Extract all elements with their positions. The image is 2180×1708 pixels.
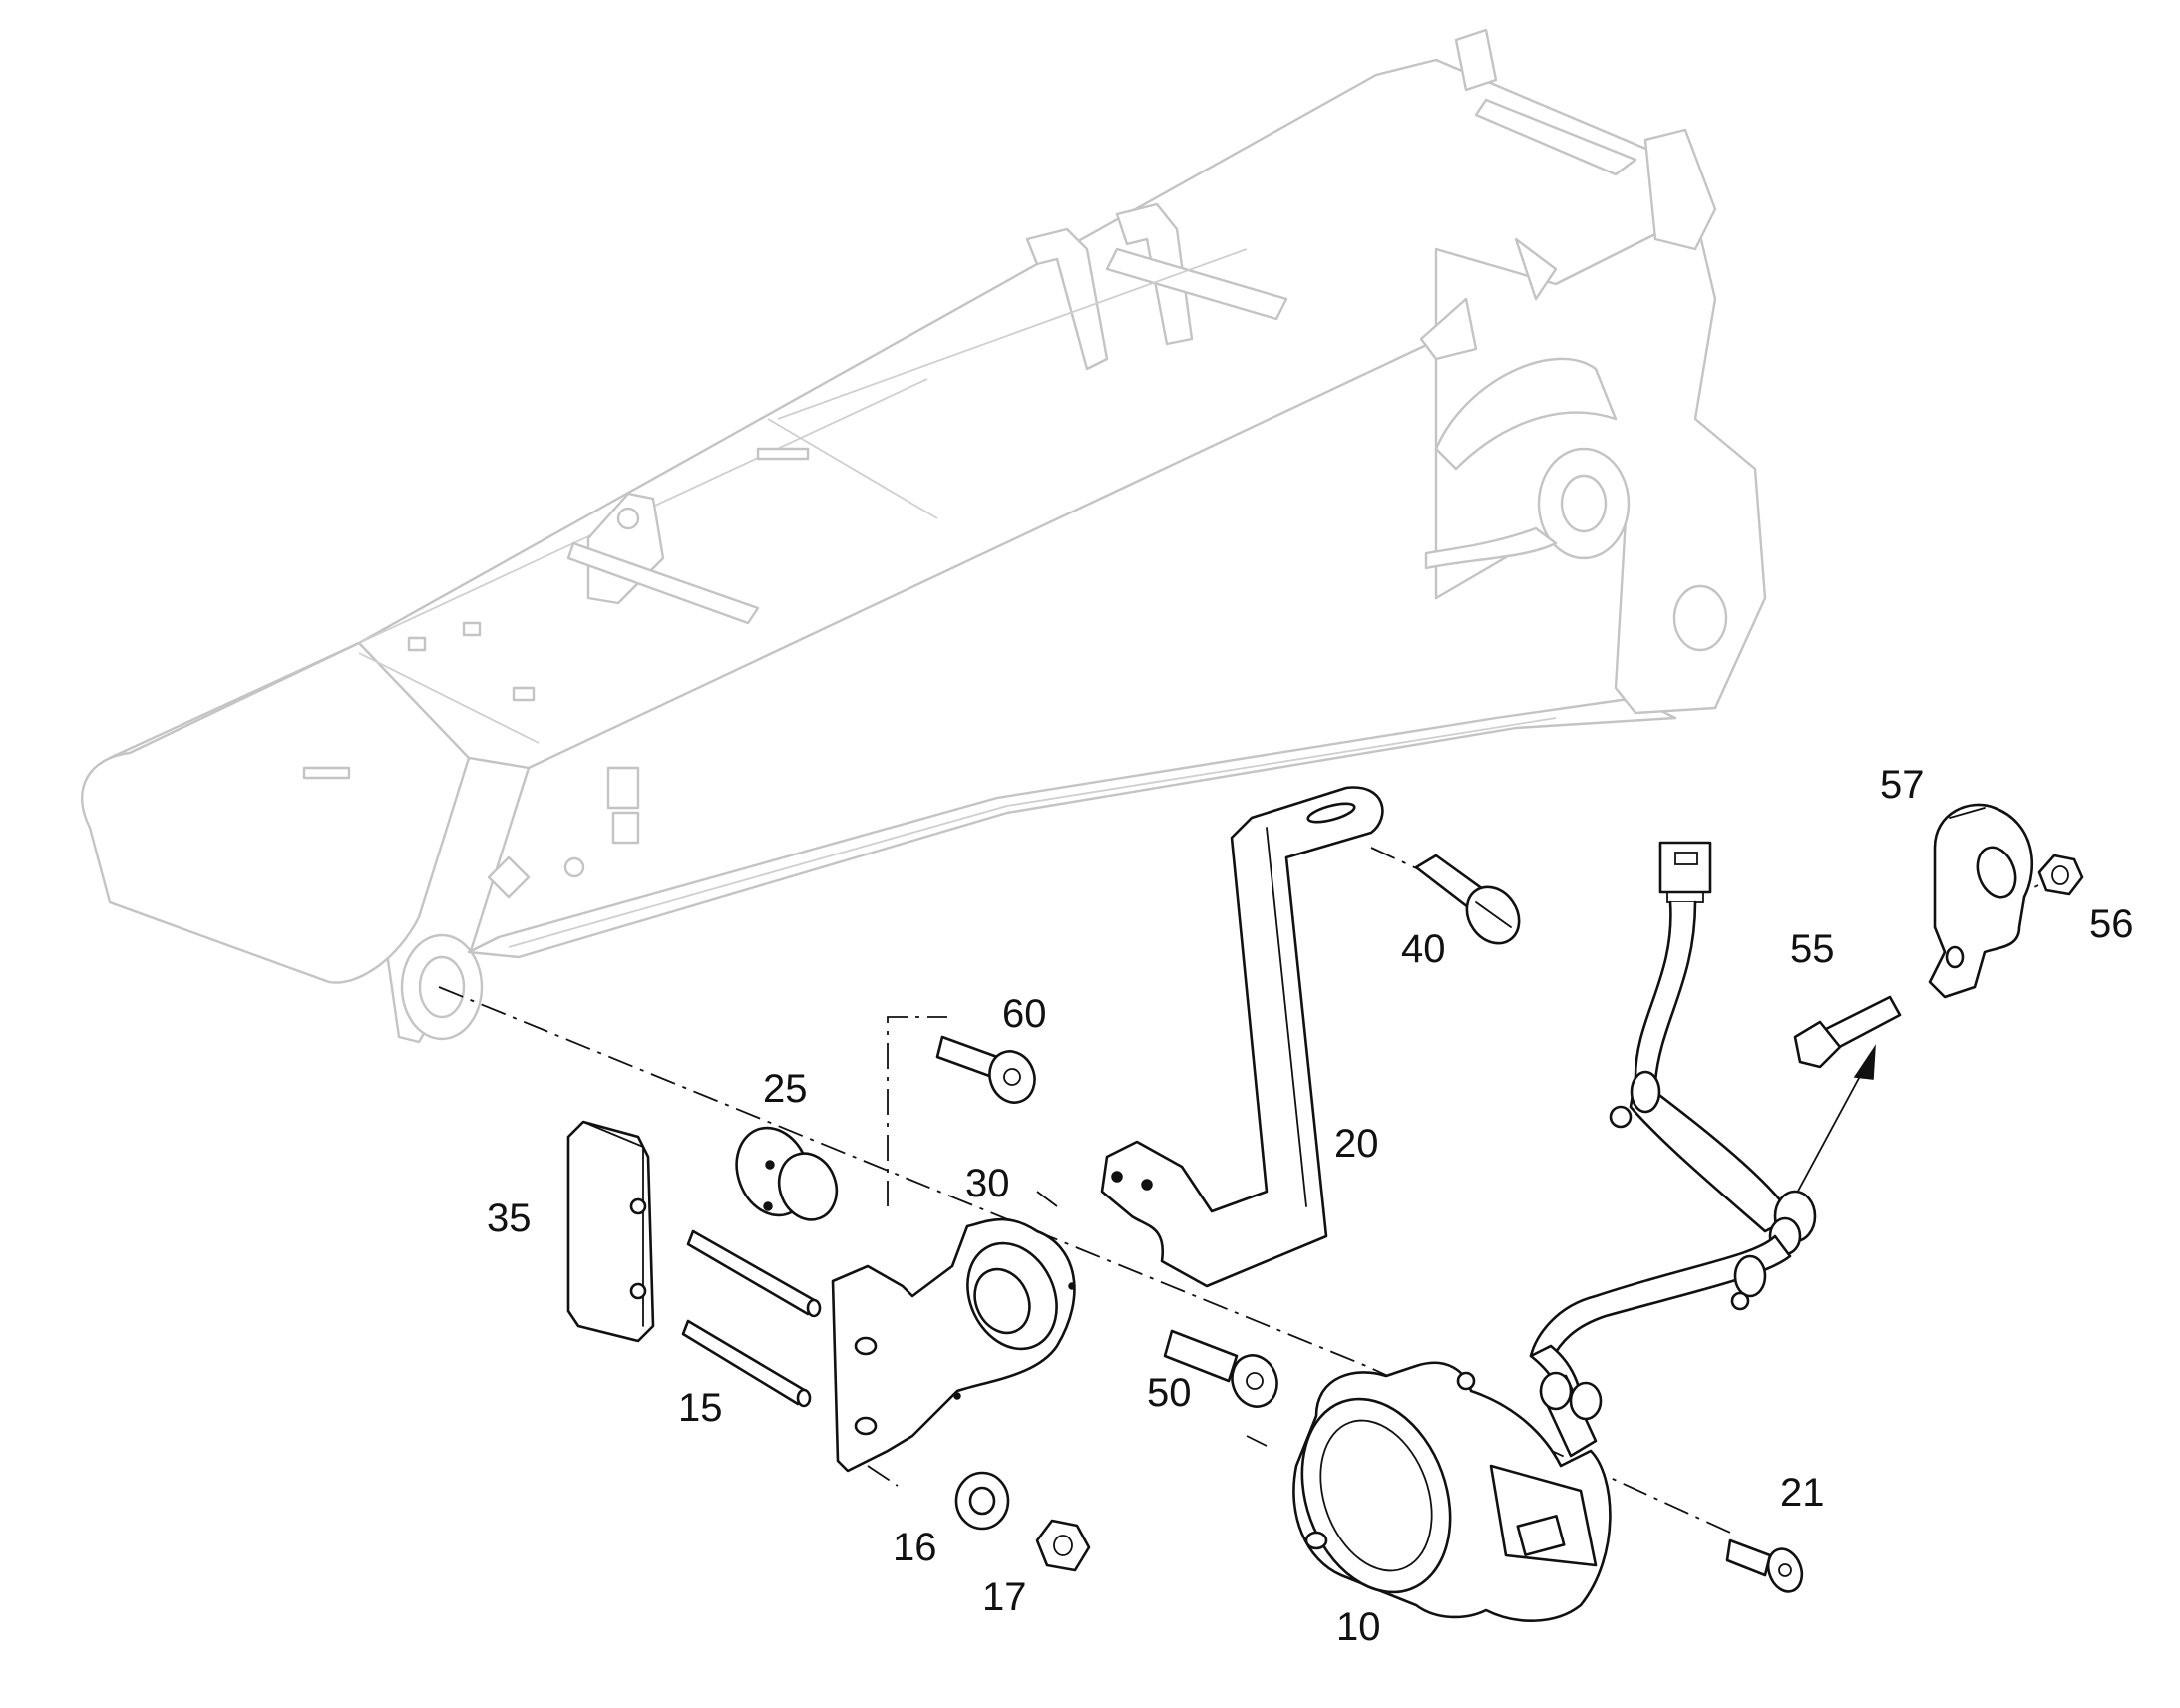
clamp-direction-arrow (1794, 1044, 1876, 1197)
callout-55: 55 (1790, 927, 1835, 971)
callout-10: 10 (1336, 1605, 1381, 1649)
callout-20: 20 (1334, 1122, 1379, 1166)
bolt-part-40 (1414, 854, 1521, 945)
boom-assembly (80, 28, 1767, 1044)
callout-labels: 57 56 55 40 60 25 30 20 35 15 50 16 17 1… (487, 763, 2134, 1649)
encoder-part-10 (1292, 1361, 1612, 1622)
screw-part-21 (1725, 1538, 1804, 1593)
nut-part-56 (2037, 854, 2084, 896)
callout-16: 16 (893, 1526, 937, 1569)
callout-35: 35 (487, 1196, 532, 1240)
hub-part-25 (735, 1126, 839, 1221)
plate-part-30 (831, 1217, 1076, 1473)
callout-50: 50 (1147, 1371, 1192, 1415)
nut-part-17 (1035, 1519, 1091, 1572)
callout-60: 60 (1002, 992, 1047, 1036)
callout-25: 25 (763, 1067, 808, 1111)
screw-part-50 (1163, 1329, 1278, 1408)
callout-15: 15 (678, 1386, 723, 1430)
clamp-part-57 (1928, 803, 2034, 999)
pins-part-15 (681, 1229, 822, 1408)
screw-part-60 (935, 1035, 1036, 1104)
callout-56: 56 (2089, 902, 2134, 946)
washer-part-16 (954, 1471, 1010, 1531)
callout-57: 57 (1880, 763, 1925, 807)
bolt-part-55 (1793, 995, 1902, 1069)
callout-40: 40 (1401, 927, 1446, 971)
callout-21: 21 (1780, 1471, 1825, 1515)
connector-harness (1529, 841, 1817, 1428)
callout-17: 17 (982, 1575, 1027, 1619)
callout-30: 30 (965, 1162, 1010, 1205)
bracket-part-20 (1100, 786, 1384, 1288)
block-part-35 (566, 1120, 655, 1343)
